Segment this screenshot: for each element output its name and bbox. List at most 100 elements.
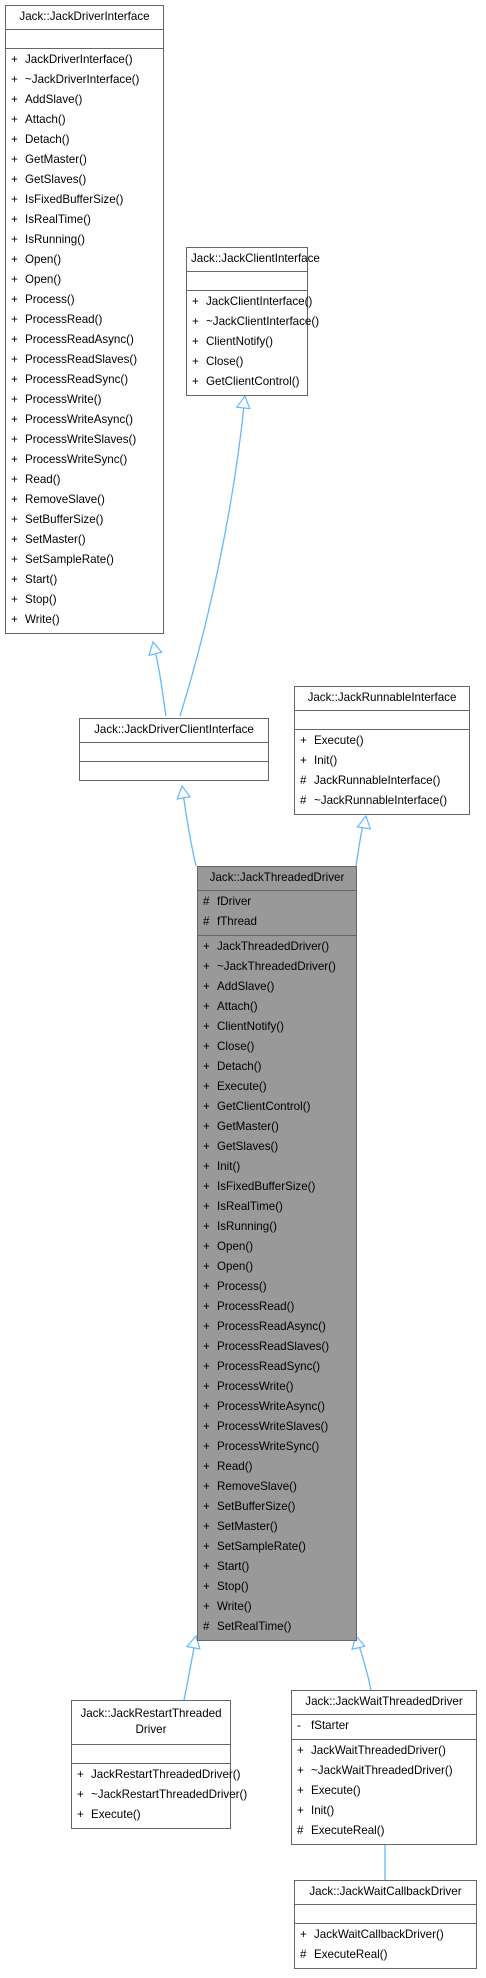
method-row[interactable]: +IsFixedBufferSize() [198,1177,356,1197]
class-jack-driver-client-interface[interactable]: Jack::JackDriverClientInterface [79,718,269,781]
class-jack-wait-threaded-driver[interactable]: Jack::JackWaitThreadedDriver-fStarter+Ja… [291,1690,477,1845]
method-row[interactable]: +Attach() [6,110,163,130]
method-row[interactable]: +Process() [198,1277,356,1297]
method-row[interactable]: +Process() [6,290,163,310]
method-row[interactable]: +RemoveSlave() [198,1477,356,1497]
method-row[interactable]: +Execute() [198,1077,356,1097]
method-row[interactable]: +ProcessRead() [198,1297,356,1317]
method-row[interactable]: +Close() [198,1037,356,1057]
method-row[interactable]: +SetMaster() [198,1517,356,1537]
method-row[interactable]: +Init() [198,1157,356,1177]
method-row[interactable]: +~JackDriverInterface() [6,70,163,90]
method-row[interactable]: +JackDriverInterface() [6,50,163,70]
method-row[interactable]: +Open() [6,270,163,290]
method-row[interactable]: +~JackWaitThreadedDriver() [292,1761,476,1781]
method-row[interactable]: +Open() [198,1257,356,1277]
method-row[interactable]: +AddSlave() [198,977,356,997]
method-row[interactable]: +Execute() [292,1781,476,1801]
method-row[interactable]: +IsRealTime() [198,1197,356,1217]
method-row[interactable]: #JackRunnableInterface() [295,771,469,791]
method-row[interactable]: +JackWaitCallbackDriver() [295,1925,476,1945]
method-row[interactable]: +JackWaitThreadedDriver() [292,1741,476,1761]
method-row[interactable]: +Start() [6,570,163,590]
method-row[interactable]: +GetMaster() [6,150,163,170]
attribute-row[interactable]: -fStarter [292,1716,476,1736]
method-name: ~JackRestartThreadedDriver() [91,1788,248,1801]
method-row[interactable]: +Init() [295,751,469,771]
method-row[interactable]: +~JackThreadedDriver() [198,957,356,977]
method-row[interactable]: +JackClientInterface() [187,292,312,312]
method-row[interactable]: +SetBufferSize() [198,1497,356,1517]
method-row[interactable]: +GetClientControl() [187,372,307,392]
method-row[interactable]: +AddSlave() [6,90,163,110]
method-row[interactable]: #~JackRunnableInterface() [295,791,469,811]
method-row[interactable]: +IsFixedBufferSize() [6,190,163,210]
method-row[interactable]: +IsRunning() [198,1217,356,1237]
method-row[interactable]: +Stop() [6,590,163,610]
method-row[interactable]: +Execute() [295,731,469,751]
method-row[interactable]: +GetSlaves() [6,170,163,190]
method-row[interactable]: +Write() [198,1597,356,1617]
method-row[interactable]: +JackRestartThreadedDriver() [72,1765,240,1785]
method-row[interactable]: +RemoveSlave() [6,490,163,510]
method-row[interactable]: +SetMaster() [6,530,163,550]
method-row[interactable]: +ProcessWriteSync() [6,450,163,470]
class-jack-runnable-interface[interactable]: Jack::JackRunnableInterface+Execute()+In… [294,686,470,815]
method-row[interactable]: +ProcessReadSlaves() [198,1337,356,1357]
method-visibility: + [192,335,199,348]
method-row[interactable]: +ProcessWriteSync() [198,1437,356,1457]
method-row[interactable]: +ProcessWrite() [6,390,163,410]
method-row[interactable]: +Close() [187,352,307,372]
method-row[interactable]: +ProcessWriteSlaves() [6,430,163,450]
method-row[interactable]: +SetSampleRate() [6,550,163,570]
method-row[interactable]: +SetSampleRate() [198,1537,356,1557]
attribute-row[interactable]: #fThread [198,912,356,932]
method-visibility: + [203,1340,210,1353]
method-row[interactable]: +GetMaster() [198,1117,356,1137]
method-name: Open() [217,1260,254,1273]
method-row[interactable]: +SetBufferSize() [6,510,163,530]
method-row[interactable]: +ProcessReadSync() [198,1357,356,1377]
class-jack-threaded-driver[interactable]: Jack::JackThreadedDriver#fDriver#fThread… [197,866,357,1641]
class-jack-client-interface[interactable]: Jack::JackClientInterface+JackClientInte… [186,247,320,396]
method-row[interactable]: +ProcessReadSync() [6,370,163,390]
method-row[interactable]: +ProcessWriteSlaves() [198,1417,356,1437]
class-jack-wait-callback-driver[interactable]: Jack::JackWaitCallbackDriver+JackWaitCal… [294,1880,477,1969]
method-row[interactable]: +IsRunning() [6,230,163,250]
method-row[interactable]: +Open() [198,1237,356,1257]
method-row[interactable]: +ProcessRead() [6,310,163,330]
class-jack-driver-interface[interactable]: Jack::JackDriverInterface+JackDriverInte… [5,5,164,634]
method-row[interactable]: +Execute() [72,1805,230,1825]
method-row[interactable]: +~JackRestartThreadedDriver() [72,1785,247,1805]
method-row[interactable]: +Read() [6,470,163,490]
method-row[interactable]: +ProcessReadAsync() [198,1317,356,1337]
method-visibility: + [203,940,210,953]
method-row[interactable]: +ProcessWriteAsync() [198,1397,356,1417]
method-row[interactable]: +Stop() [198,1577,356,1597]
method-row[interactable]: +GetClientControl() [198,1097,356,1117]
method-row[interactable]: +ProcessReadAsync() [6,330,163,350]
method-row[interactable]: +~JackClientInterface() [187,312,319,332]
method-row[interactable]: +ClientNotify() [198,1017,356,1037]
method-row[interactable]: +Start() [198,1557,356,1577]
method-row[interactable]: +JackThreadedDriver() [198,937,356,957]
method-row[interactable]: #ExecuteReal() [295,1945,476,1965]
method-row[interactable]: +ProcessReadSlaves() [6,350,163,370]
method-row[interactable]: +Init() [292,1801,476,1821]
method-row[interactable]: +Detach() [6,130,163,150]
method-row[interactable]: +ClientNotify() [187,332,307,352]
attribute-row[interactable]: #fDriver [198,892,356,912]
method-row[interactable]: +Read() [198,1457,356,1477]
method-row[interactable]: +IsRealTime() [6,210,163,230]
method-row[interactable]: +Open() [6,250,163,270]
method-visibility: + [11,213,18,226]
method-row[interactable]: +ProcessWriteAsync() [6,410,163,430]
method-row[interactable]: +GetSlaves() [198,1137,356,1157]
method-row[interactable]: +Detach() [198,1057,356,1077]
method-row[interactable]: +ProcessWrite() [198,1377,356,1397]
method-row[interactable]: +Attach() [198,997,356,1017]
method-row[interactable]: +Write() [6,610,163,630]
method-row[interactable]: #SetRealTime() [198,1617,356,1637]
method-row[interactable]: #ExecuteReal() [292,1821,476,1841]
